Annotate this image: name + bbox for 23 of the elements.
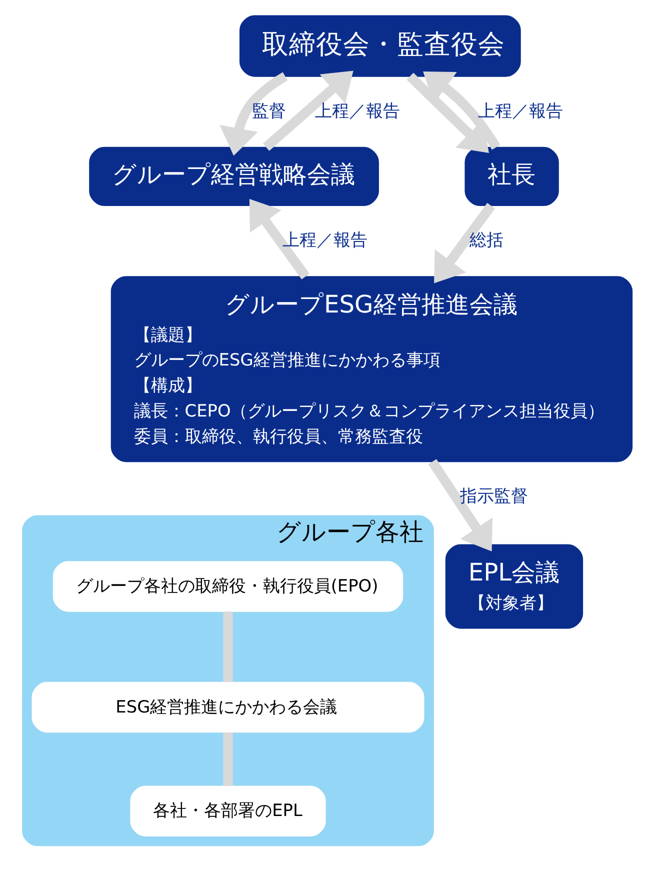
edge-label: 指示監督 <box>460 486 528 506</box>
connector <box>223 612 233 682</box>
arrow <box>249 198 310 280</box>
node-box: グループ各社の取締役・執行役員(EPO) <box>52 561 404 612</box>
connector <box>223 732 233 786</box>
edge-label: 上程／報告 <box>478 100 563 120</box>
arrow <box>434 202 496 284</box>
node-box: ESG経営推進にかかわる会議 <box>32 682 424 733</box>
edge-label: 総括 <box>470 230 504 250</box>
arrow <box>406 72 489 154</box>
node-box: EPL会議 【対象者】 <box>445 544 584 629</box>
node-box: グループESG経営推進会議 【議題】 グループのESG経営推進にかかわる事項 【構成】 議長：CEPO（グループリスク＆コンプライアンス担当役員） 委員：取締役、執行役員、常務監査役 <box>110 276 633 462</box>
arrow <box>220 72 288 156</box>
arrow <box>428 459 493 552</box>
node-box: 取締役会・監査役会 <box>239 15 521 77</box>
edge-label: 上程／報告 <box>282 230 368 250</box>
arrow <box>423 71 500 150</box>
edge-label: 上程／報告 <box>314 100 400 120</box>
node-box: グループ経営戦略会議 <box>89 146 379 206</box>
arrow <box>262 70 354 151</box>
edge-label: 監督 <box>252 100 286 120</box>
node-box: 各社・各部署のEPL <box>130 786 326 836</box>
node-box: 社長 <box>464 146 559 206</box>
